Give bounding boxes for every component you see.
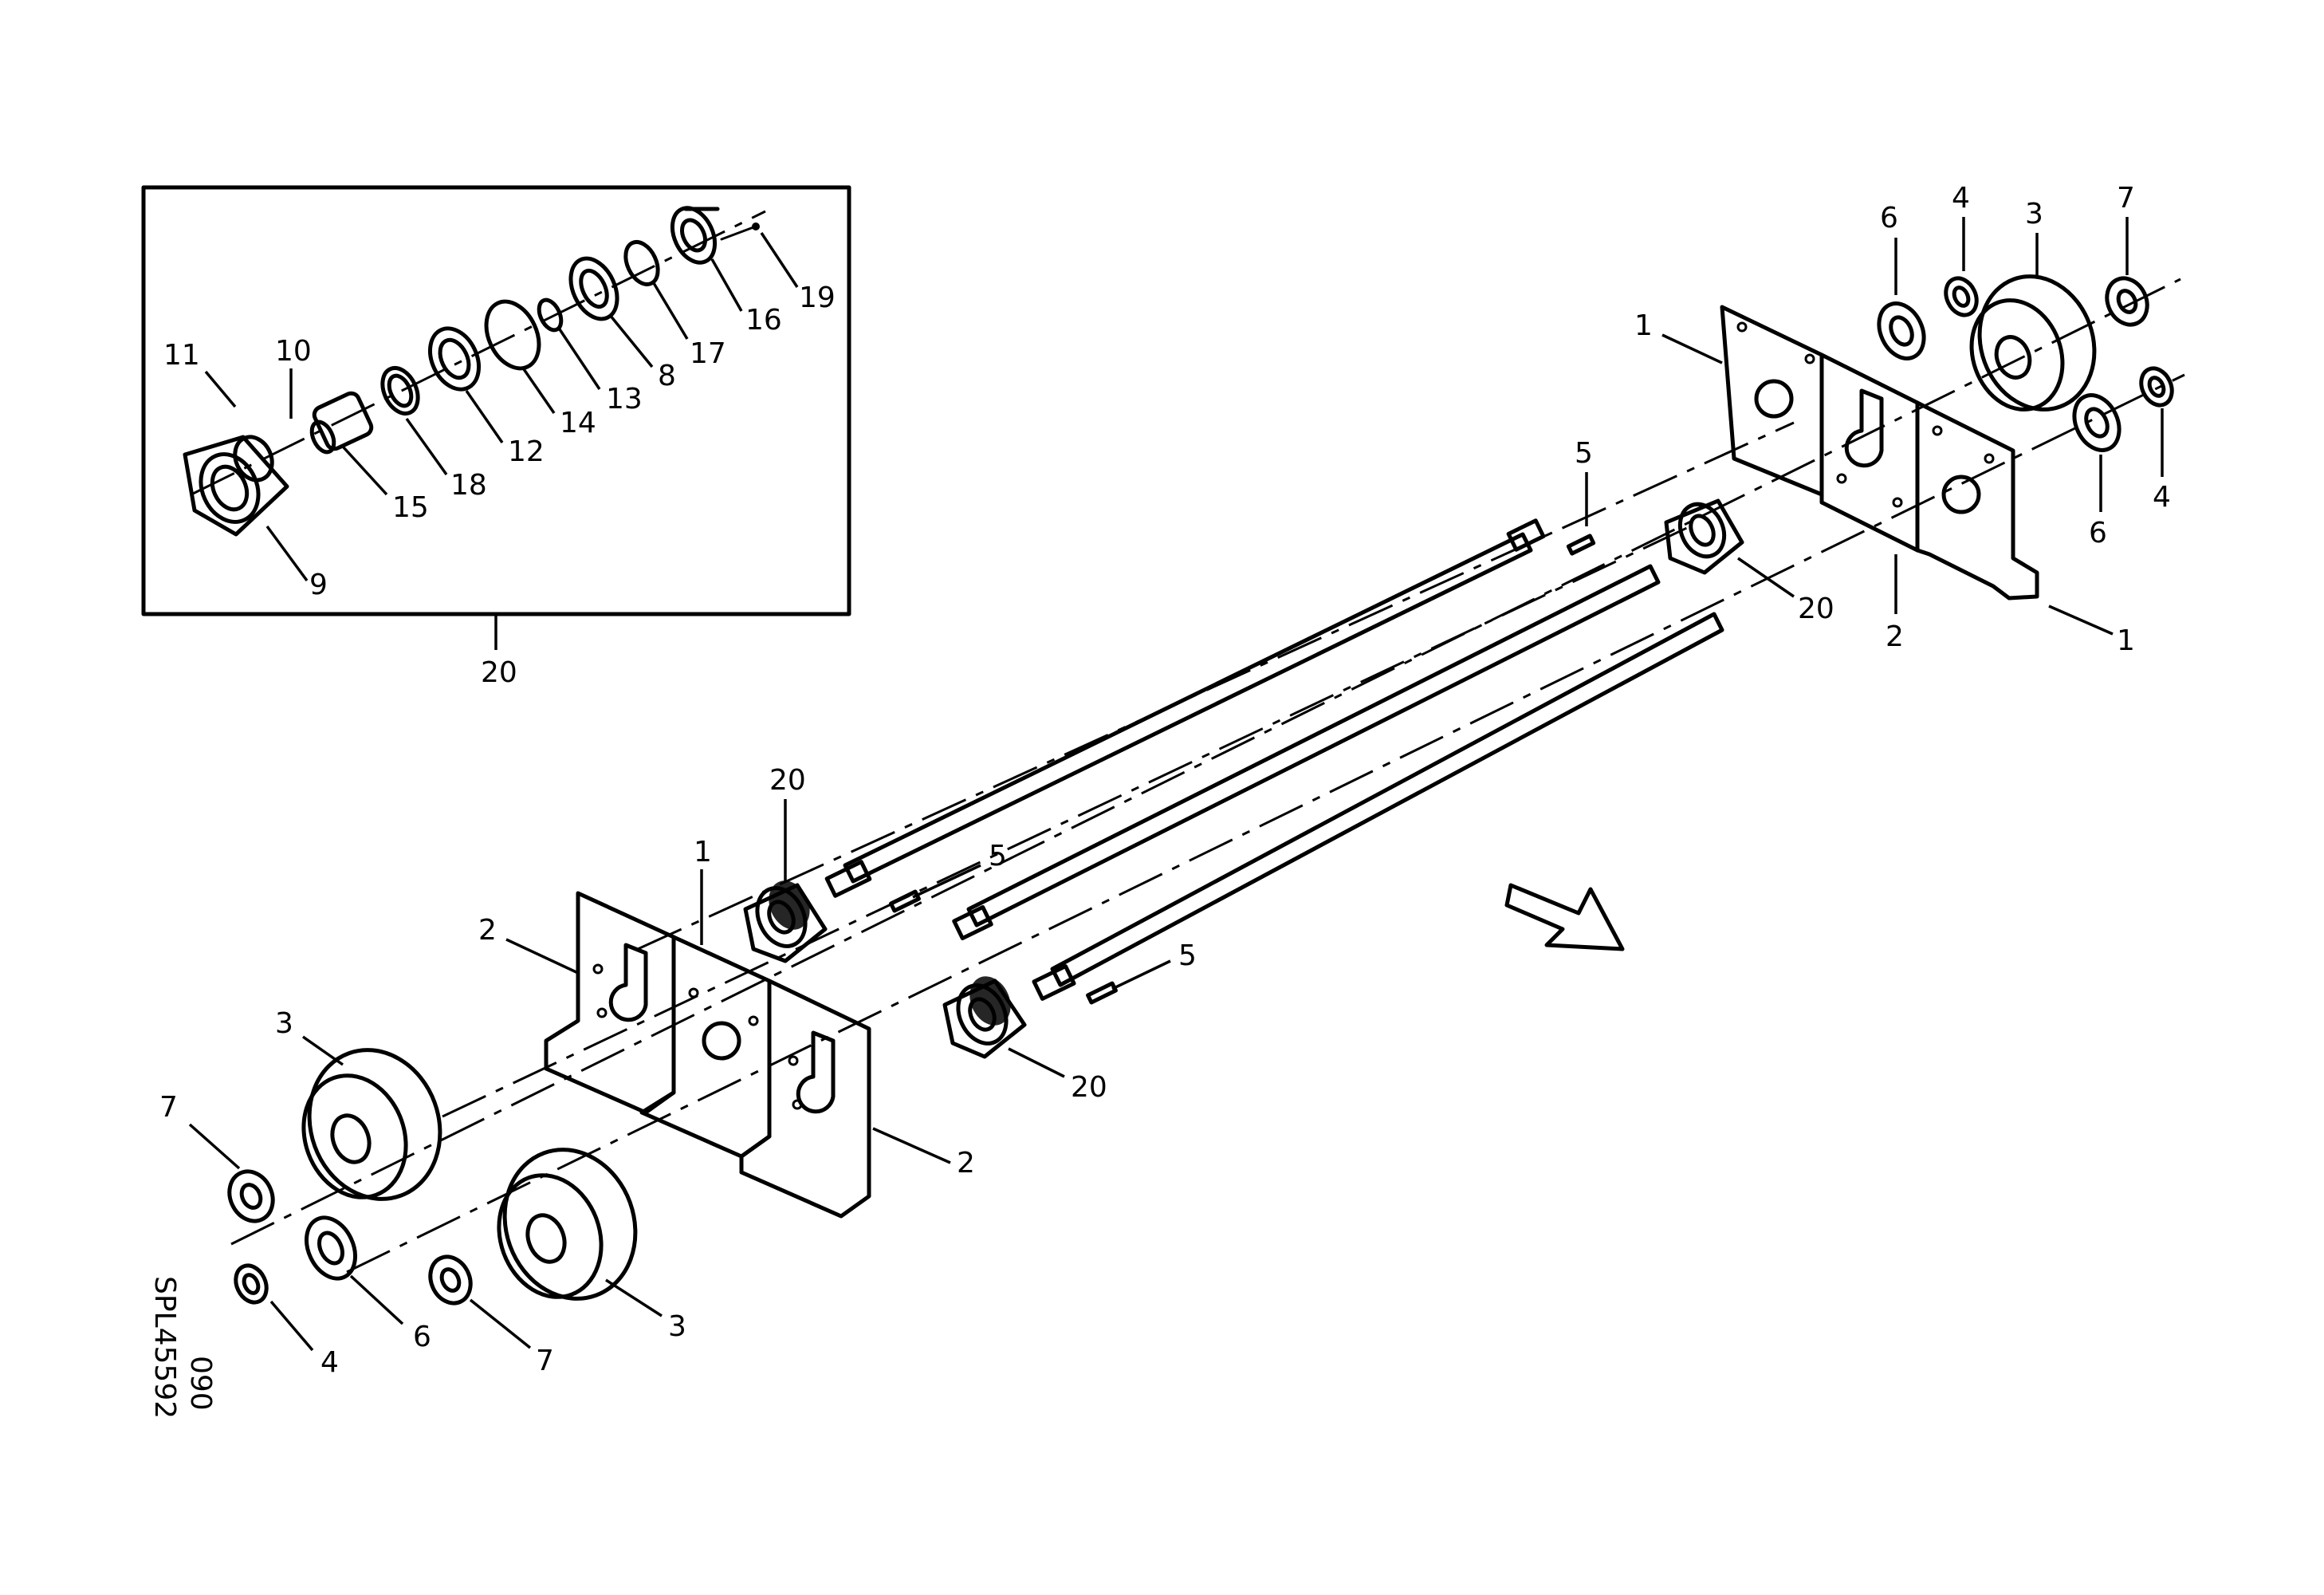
callout-1-right-back: 1 bbox=[1634, 309, 1653, 342]
callout-9: 9 bbox=[309, 569, 328, 601]
bearing-unit-20-center bbox=[743, 880, 828, 963]
callout-19: 19 bbox=[799, 282, 836, 314]
key-5-right bbox=[1566, 534, 1596, 556]
right-group-labels: 1 6 4 3 7 6 4 20 2 1 5 bbox=[1575, 182, 2171, 657]
callout-5-right: 5 bbox=[1575, 437, 1593, 470]
detail-ring-17 bbox=[623, 240, 660, 286]
shaft-middle bbox=[952, 564, 1661, 941]
bearing-unit-20-lower bbox=[942, 976, 1027, 1059]
washer-6-left bbox=[305, 1215, 357, 1281]
center-group-labels: 20 1 5 5 20 bbox=[694, 764, 1197, 1104]
callout-7-left-bottom: 7 bbox=[536, 1345, 554, 1377]
shaft-lower bbox=[1032, 612, 1724, 1001]
bushing-4-right-bottom bbox=[2139, 366, 2174, 408]
bearing-unit-20-right bbox=[1664, 498, 1744, 575]
detail-screw-19 bbox=[720, 223, 760, 241]
detail-view-axis bbox=[191, 210, 766, 496]
callout-2-left-back: 2 bbox=[478, 914, 497, 947]
callout-2-left-front: 2 bbox=[957, 1147, 975, 1180]
callout-20-frame: 20 bbox=[481, 656, 517, 689]
detail-circlip-13 bbox=[537, 297, 564, 333]
callout-4-left: 4 bbox=[320, 1346, 339, 1379]
pulley-3-left-bottom bbox=[497, 1148, 638, 1301]
detail-view-labels: 11 10 9 15 18 12 14 13 8 17 16 19 20 bbox=[163, 232, 836, 689]
bushing-4-left bbox=[234, 1263, 269, 1305]
detail-bushing-15 bbox=[309, 391, 374, 455]
callout-8: 8 bbox=[658, 360, 676, 392]
shaft-upper bbox=[824, 518, 1546, 898]
pulley-3-right bbox=[1969, 274, 2097, 412]
callout-5-lower: 5 bbox=[1178, 939, 1197, 972]
callout-18: 18 bbox=[450, 469, 487, 502]
left-group-labels: 2 3 7 2 6 4 7 3 bbox=[159, 914, 975, 1379]
callout-6-right-top: 6 bbox=[1880, 202, 1898, 234]
drawing-code: SPL45592 090 bbox=[148, 1276, 217, 1419]
callout-3-left-top: 3 bbox=[275, 1007, 293, 1040]
callout-20-center: 20 bbox=[769, 764, 806, 797]
key-5-lower bbox=[1086, 981, 1118, 1005]
main-assembly-axes bbox=[230, 278, 2185, 1274]
detail-bearing-12 bbox=[428, 326, 481, 392]
direction-arrow-icon bbox=[1504, 883, 1625, 951]
callout-15: 15 bbox=[392, 491, 429, 524]
callout-12: 12 bbox=[508, 435, 545, 468]
callout-7-left-top: 7 bbox=[159, 1091, 178, 1124]
bushing-4-right-top bbox=[1944, 276, 1979, 317]
detail-flange-housing-9 bbox=[183, 435, 289, 537]
hub-7-right bbox=[2105, 276, 2149, 327]
hub-7-left-top bbox=[227, 1169, 275, 1223]
bracket-1-left bbox=[639, 935, 772, 1159]
callout-4-right-top: 4 bbox=[1952, 182, 1970, 215]
drawing-suffix: 090 bbox=[184, 1356, 217, 1411]
callout-3-left-bottom: 3 bbox=[668, 1310, 686, 1343]
bracket-1-right-front bbox=[1915, 400, 2039, 601]
callout-13: 13 bbox=[606, 383, 643, 415]
callout-14: 14 bbox=[560, 407, 596, 439]
hub-7-left-bottom bbox=[428, 1254, 473, 1306]
callout-1-left: 1 bbox=[694, 836, 712, 868]
callout-7-right: 7 bbox=[2117, 182, 2135, 215]
callout-5-center: 5 bbox=[989, 840, 1007, 872]
callout-6-left: 6 bbox=[413, 1321, 431, 1353]
callout-20-right: 20 bbox=[1798, 593, 1834, 625]
callout-1-right-front: 1 bbox=[2117, 624, 2135, 657]
detail-collar-16 bbox=[670, 206, 720, 265]
key-5-center bbox=[889, 889, 921, 913]
drawing-number: SPL45592 bbox=[148, 1276, 181, 1419]
bracket-2-left-front bbox=[739, 979, 871, 1219]
callout-2-right: 2 bbox=[1886, 620, 1904, 653]
bracket-1-right-back bbox=[1720, 305, 1824, 497]
washer-6-right-bottom bbox=[2072, 393, 2121, 452]
detail-ring-14 bbox=[484, 299, 541, 371]
callout-20-lower: 20 bbox=[1071, 1071, 1107, 1104]
callout-4-right-bottom: 4 bbox=[2153, 481, 2171, 514]
detail-bearing-8 bbox=[568, 256, 619, 321]
bracket-2-right bbox=[1819, 352, 1920, 553]
callout-10: 10 bbox=[275, 335, 312, 368]
callout-17: 17 bbox=[690, 337, 726, 370]
detail-ring-18 bbox=[380, 366, 420, 415]
washer-6-right-top bbox=[1877, 301, 1926, 360]
pulley-3-left-top bbox=[301, 1048, 442, 1201]
callout-16: 16 bbox=[745, 304, 782, 337]
callout-3-right: 3 bbox=[2025, 198, 2043, 230]
detail-view-frame bbox=[141, 185, 851, 650]
callout-11: 11 bbox=[163, 339, 200, 372]
callout-6-right-bottom: 6 bbox=[2089, 517, 2107, 549]
